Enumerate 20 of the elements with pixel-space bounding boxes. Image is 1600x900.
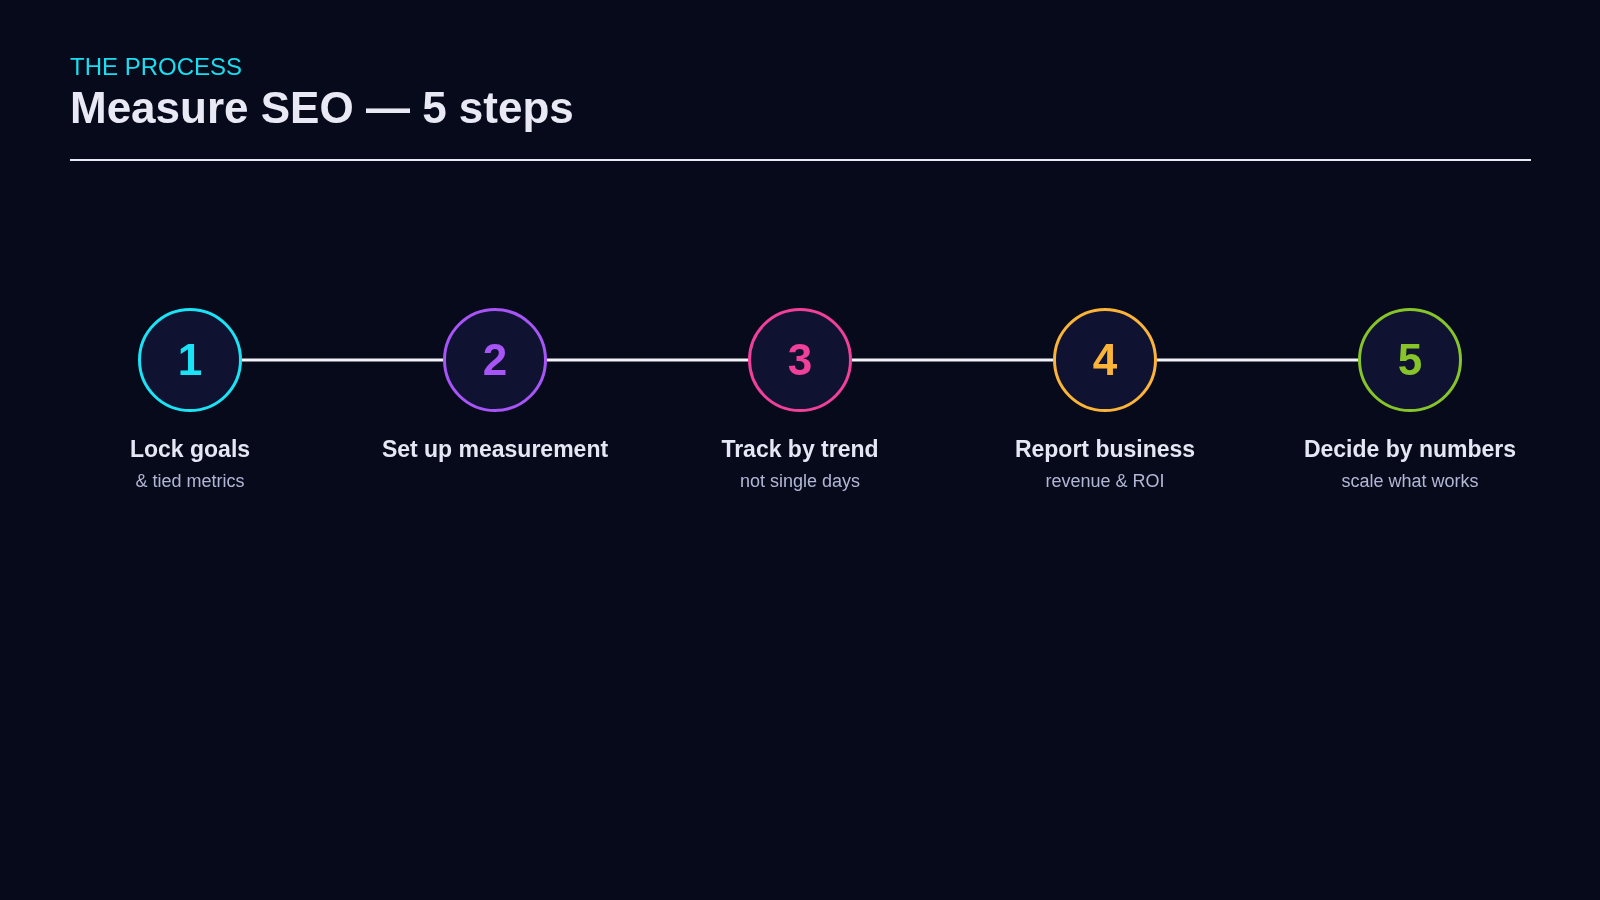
step-title: Report business [1014,435,1196,464]
connector-line [242,358,443,362]
step-title: Decide by numbers [1303,435,1517,464]
step-number: 2 [482,338,508,382]
step-title: Track by trend [721,435,879,464]
connector-line [1157,358,1358,362]
step-subtitle: not single days [739,470,861,493]
step-title: Set up measurement [381,435,609,464]
step-number: 1 [177,338,203,382]
connector-line [852,358,1053,362]
step-number: 5 [1397,338,1423,382]
page-title: Measure SEO — 5 steps [70,82,574,134]
step-subtitle: scale what works [1341,470,1479,493]
step-subtitle: revenue & ROI [1045,470,1165,493]
step-number: 4 [1092,338,1118,382]
step-number: 3 [787,338,813,382]
step-subtitle: & tied metrics [135,470,245,493]
eyebrow-label: THE PROCESS [70,52,244,82]
step-title: Lock goals [129,435,251,464]
connector-line [547,358,748,362]
